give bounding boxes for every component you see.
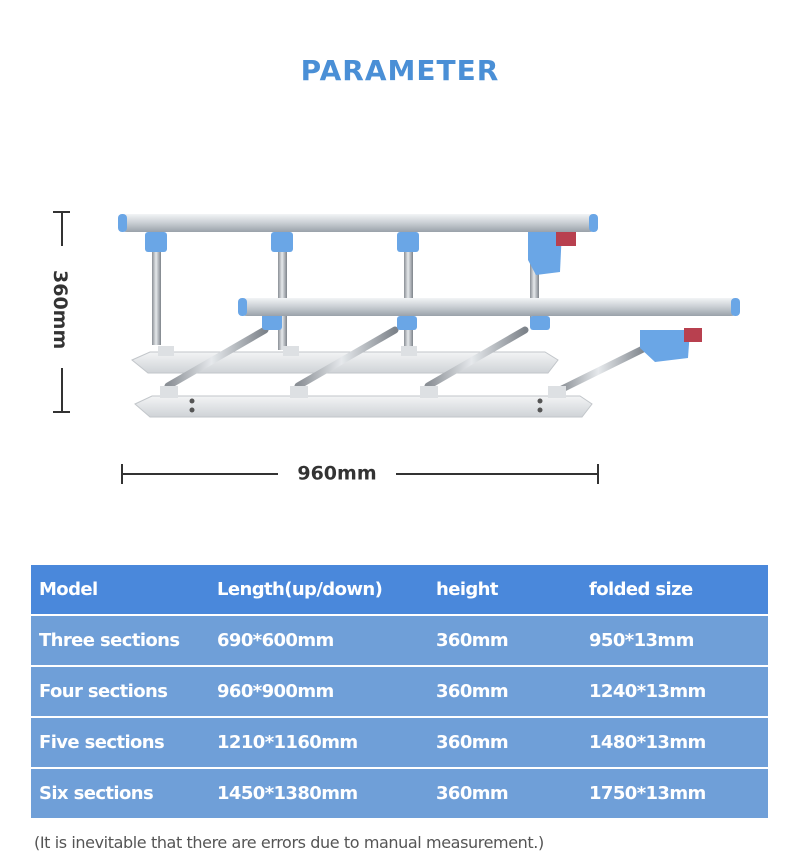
bed-rail-illustration: 360mm [49,211,740,485]
cell-length: 960*900mm [217,681,334,702]
cell-length: 1450*1380mm [217,783,358,804]
cell-model: Five sections [39,732,165,753]
table-header-row: Model Length(up/down) height folded size [31,565,768,614]
front-rail [238,298,740,362]
header-model: Model [39,579,98,600]
table-row: Five sections 1210*1160mm 360mm 1480*13m… [31,718,768,767]
cell-length: 690*600mm [217,630,334,651]
cell-model: Three sections [39,630,180,651]
height-dimension: 360mm [49,211,71,413]
measurement-note: (It is inevitable that there are errors … [34,833,544,852]
cell-folded-size: 1750*13mm [589,783,706,804]
parameter-table: Model Length(up/down) height folded size… [31,565,768,820]
cell-model: Four sections [39,681,168,702]
length-dimension: 960mm [121,463,599,485]
length-label: 960mm [297,463,376,485]
cell-folded-size: 1480*13mm [589,732,706,753]
folding-struts [164,326,649,394]
page-title: PARAMETER [300,54,500,87]
cell-height: 360mm [436,732,509,753]
cell-folded-size: 950*13mm [589,630,694,651]
height-label: 360mm [49,270,71,349]
header-length: Length(up/down) [217,579,383,600]
cell-height: 360mm [436,681,509,702]
cell-height: 360mm [436,630,509,651]
table-row: Four sections 960*900mm 360mm 1240*13mm [31,667,768,716]
cell-length: 1210*1160mm [217,732,358,753]
header-folded-size: folded size [589,579,693,600]
table-row: Three sections 690*600mm 360mm 950*13mm [31,616,768,665]
bed-rail-figure: 360mm [0,190,800,500]
cell-height: 360mm [436,783,509,804]
front-base [134,386,593,418]
cell-folded-size: 1240*13mm [589,681,706,702]
cell-model: Six sections [39,783,154,804]
table-row: Six sections 1450*1380mm 360mm 1750*13mm [31,769,768,818]
header-height: height [436,579,499,600]
